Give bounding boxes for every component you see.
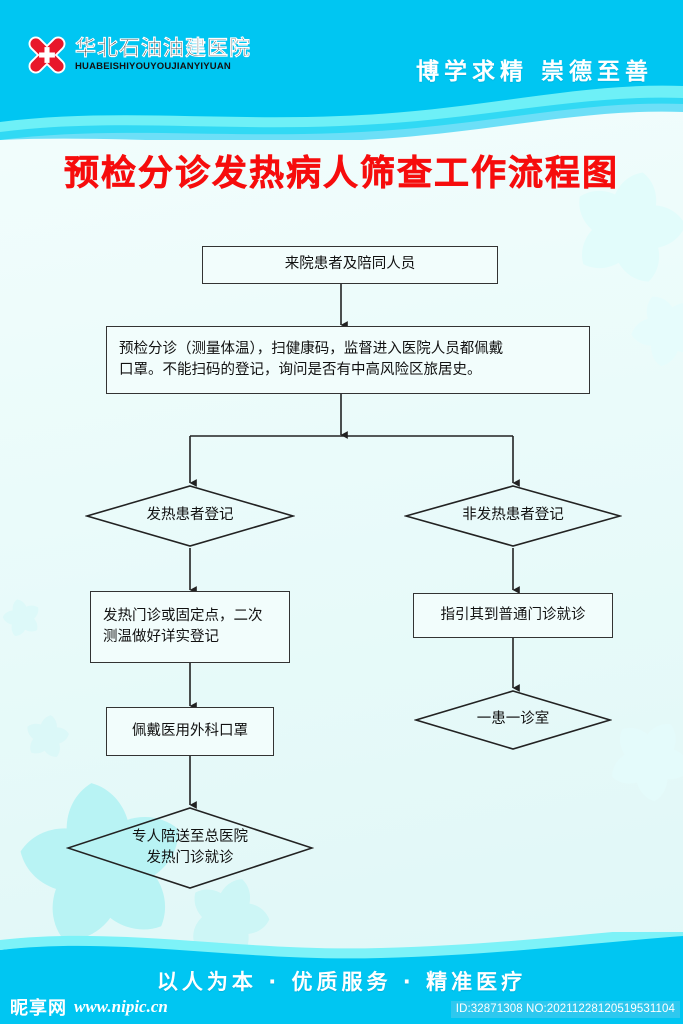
watermark: 昵享网 www.nipic.cn [10,994,168,1020]
flow-node-label: 非发热患者登记 [462,507,564,524]
watermark-url: www.nipic.cn [74,997,168,1016]
diamond-shape [66,806,314,890]
footer-slogan: 以人为本 · 优质服务 · 精准医疗 [156,970,527,994]
page-title: 预检分诊发热病人筛查工作流程图 [63,154,619,195]
flow-node-escort-to-general-hospital[interactable]: 专人陪送至总医院 发热门诊就诊 [66,806,314,890]
flow-node-label: 一患一诊室 [476,711,550,728]
header-banner: 华北石油油建医院 HUABEISHIYOUYOUJIANYIYUAN 博学求精 … [0,0,683,140]
header-slogan: 博学求精 崇德至善 [415,59,653,85]
image-id-badge: ID:32871308 NO:20211228120519531104 [450,1001,680,1018]
flow-node-label: 发热患者登记 [146,507,234,524]
flow-node-label: 佩戴医用外科口罩 [132,722,248,739]
flow-node-label-line2: 发热门诊就诊 [146,850,234,866]
footer-banner: 以人为本 · 优质服务 · 精准医疗 昵享网 www.nipic.cn ID:3… [0,932,683,1024]
flow-node-fever-patient-registration[interactable]: 发热患者登记 [85,484,295,548]
flow-node-label: 指引其到普通门诊就诊 [440,606,586,623]
flow-node-arriving-patients[interactable]: 来院患者及陪同人员 [202,246,498,284]
diamond-shape [85,484,295,548]
flow-node-label-line1: 预检分诊（测量体温），扫健康码，监督进入医院人员都佩戴 [119,340,504,357]
flow-node-guide-to-general-clinic[interactable]: 指引其到普通门诊就诊 [413,593,613,638]
flow-node-one-patient-one-room[interactable]: 一患一诊室 [414,689,612,751]
hospital-logo: 华北石油油建医院 HUABEISHIYOUYOUJIANYIYUAN [28,36,251,74]
flow-node-non-fever-patient-registration[interactable]: 非发热患者登记 [404,484,622,548]
flow-node-label: 来院患者及陪同人员 [284,256,416,273]
red-cross-medical-logo-icon [28,36,66,74]
flow-node-label-line1: 专人陪送至总医院 [132,828,248,845]
flow-node-label-line1: 发热门诊或固定点，二次 [103,607,263,624]
hospital-name-pinyin: HUABEISHIYOUYOUJIANYIYUAN [75,61,231,73]
header-wave-graphic [0,0,683,140]
flow-node-label-line2: 测温做好详实登记 [103,629,219,645]
watermark-logo: 昵享网 [10,998,67,1019]
diamond-shape [414,689,612,751]
flow-node-label-line2: 口罩。不能扫码的登记，询问是否有中高风险区旅居史。 [119,362,482,378]
diamond-shape [404,484,622,548]
flow-node-fever-clinic-second-temp[interactable]: 发热门诊或固定点，二次 测温做好详实登记 [90,591,290,663]
flow-node-pre-screening[interactable]: 预检分诊（测量体温），扫健康码，监督进入医院人员都佩戴 口罩。不能扫码的登记，询… [106,326,590,394]
hospital-name-cn: 华北石油油建医院 [75,36,251,61]
flow-node-wear-surgical-mask[interactable]: 佩戴医用外科口罩 [106,707,274,756]
